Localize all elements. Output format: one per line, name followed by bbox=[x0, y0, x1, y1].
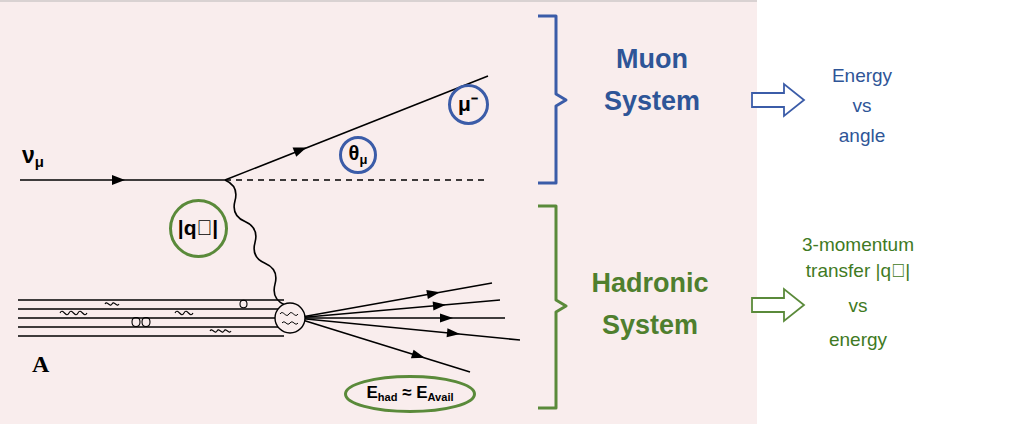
arrowhead bbox=[426, 288, 440, 299]
reference-dashed-line bbox=[225, 179, 488, 181]
blob-scribble bbox=[280, 313, 298, 325]
text-run: θ bbox=[349, 142, 360, 164]
gluon-scribble bbox=[105, 303, 119, 305]
angle-circle: θμ bbox=[339, 136, 377, 174]
outline-ellipse bbox=[449, 85, 487, 123]
text-run: angle bbox=[839, 125, 886, 146]
outline-ellipse bbox=[346, 377, 475, 412]
muon-bracket bbox=[538, 16, 566, 183]
text-run: Muon System bbox=[604, 44, 700, 116]
text-run: ≈ E bbox=[397, 383, 427, 402]
observable-text: energy bbox=[793, 328, 923, 352]
subscript: μ bbox=[35, 153, 44, 170]
node-text: |q⃗| bbox=[178, 216, 218, 240]
node-text: μ⁻ bbox=[458, 92, 478, 116]
subscript: had bbox=[378, 392, 398, 404]
system-heading: Muon System bbox=[577, 38, 727, 122]
momentum-circle: |q⃗| bbox=[169, 199, 228, 258]
arrowhead bbox=[447, 328, 461, 338]
gluon-scribble bbox=[240, 300, 247, 308]
observable-text: angle bbox=[797, 124, 927, 148]
hadron-line bbox=[296, 300, 500, 318]
neutrino-label: νμ bbox=[22, 142, 82, 171]
nucleus-label: A bbox=[32, 350, 72, 379]
observable-text: 3-momentum transfer |q⃗| bbox=[783, 232, 933, 284]
text-run: Energy bbox=[832, 65, 892, 86]
node-text: θμ bbox=[349, 142, 368, 168]
hadron-line bbox=[296, 283, 492, 318]
text-run: |q⃗| bbox=[178, 216, 218, 239]
boson-wavy-line bbox=[225, 180, 285, 305]
energy-ellipse: Ehad ≈ EAvail bbox=[344, 375, 476, 413]
nucleus-line bbox=[18, 317, 284, 319]
nucleus-line bbox=[18, 308, 284, 310]
arrowhead bbox=[411, 350, 426, 362]
arrowhead bbox=[440, 314, 453, 323]
text-run: vs bbox=[853, 95, 872, 116]
system-heading: Hadronic System bbox=[570, 262, 730, 346]
gluon-scribble bbox=[132, 318, 150, 327]
outline-ellipse bbox=[170, 200, 226, 256]
arrowheads bbox=[112, 143, 460, 362]
outline-ellipse bbox=[341, 138, 376, 173]
hadronic-bracket bbox=[538, 206, 566, 408]
subscript: Avail bbox=[428, 392, 454, 404]
gluon-scribble bbox=[175, 311, 193, 314]
subscript: μ bbox=[359, 152, 367, 167]
observable-text: vs bbox=[793, 294, 923, 318]
node-text: Ehad ≈ EAvail bbox=[366, 383, 453, 404]
muon-line bbox=[225, 76, 488, 180]
observable-text: vs bbox=[797, 94, 927, 118]
text-run: 3-momentum transfer |q⃗| bbox=[802, 234, 914, 281]
block-arrow bbox=[752, 289, 804, 321]
text-run: Hadronic System bbox=[591, 268, 708, 340]
muon-circle: μ⁻ bbox=[448, 84, 489, 125]
arrowhead bbox=[293, 143, 309, 157]
observable-text: Energy bbox=[797, 64, 927, 88]
text-run: vs bbox=[849, 295, 868, 316]
text-run: energy bbox=[829, 329, 887, 350]
hadron-line bbox=[296, 318, 470, 372]
hadron-line bbox=[296, 317, 505, 319]
block-arrow bbox=[752, 84, 804, 116]
nucleus-line bbox=[18, 326, 284, 328]
interaction-blob bbox=[275, 303, 305, 333]
text-run: μ⁻ bbox=[458, 92, 478, 115]
text-run: E bbox=[366, 383, 377, 402]
arrowhead bbox=[112, 175, 125, 185]
arrowhead bbox=[433, 300, 447, 310]
nucleus-line bbox=[18, 335, 284, 337]
fermion-lines bbox=[18, 76, 520, 372]
text-run: ν bbox=[22, 142, 35, 168]
gluon-scribble bbox=[210, 330, 231, 332]
text-run: A bbox=[32, 351, 49, 377]
gluon-scribble bbox=[60, 311, 87, 314]
gluon-scribbles bbox=[60, 300, 247, 332]
